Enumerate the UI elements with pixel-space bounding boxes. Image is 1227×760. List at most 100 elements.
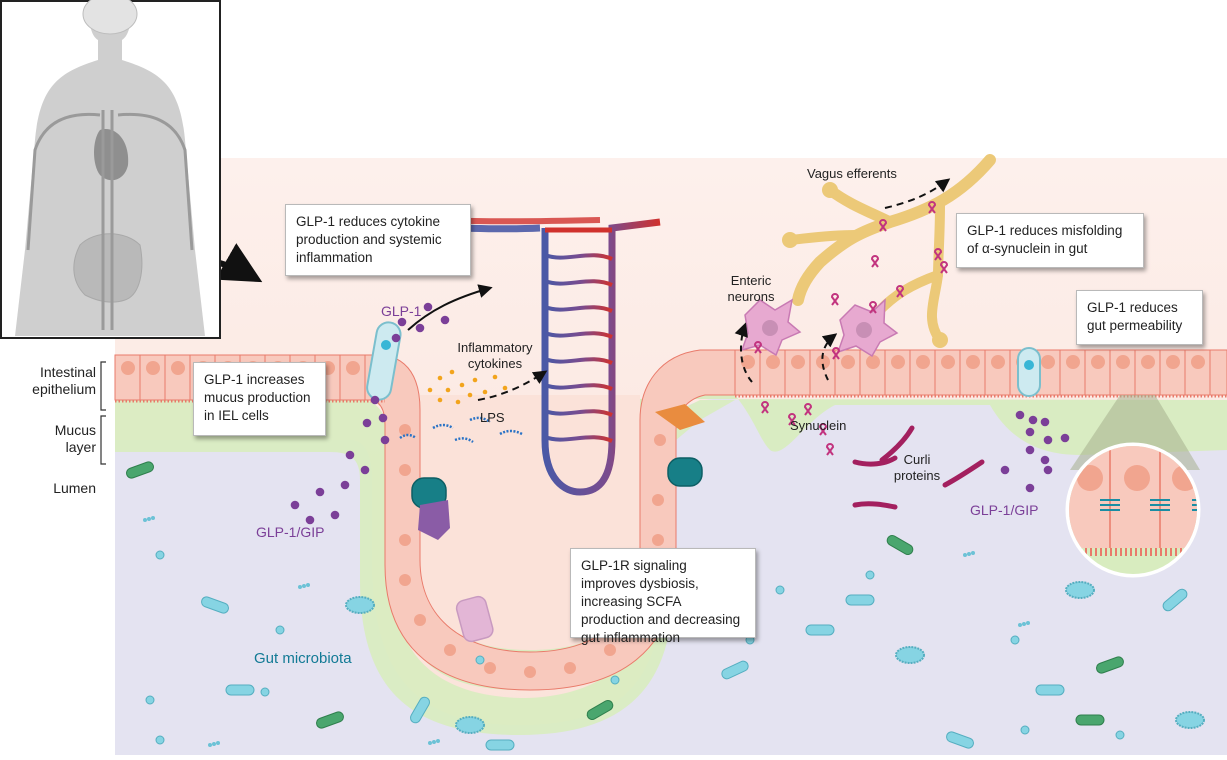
bacterium xyxy=(316,711,344,729)
label-glp1-gip-right: GLP-1/GIP xyxy=(970,502,1039,518)
callout-dysbiosis: GLP-1R signaling improves dysbiosis, inc… xyxy=(570,548,756,645)
nucleus xyxy=(171,361,185,375)
synuclein-molecule xyxy=(830,293,840,306)
synuclein-molecule xyxy=(818,423,828,436)
goblet-cell xyxy=(1017,347,1041,397)
paneth-cell xyxy=(455,595,494,643)
glp1-dot xyxy=(1028,415,1038,425)
streptococcus xyxy=(306,583,310,587)
synuclein-molecule xyxy=(831,347,841,360)
streptococcus xyxy=(432,740,436,744)
nucleus xyxy=(564,662,576,674)
label-mucus-layer: Mucus layer xyxy=(54,422,96,455)
neuron-arrow-2 xyxy=(821,333,838,381)
cytokine xyxy=(482,389,488,395)
bacterium xyxy=(225,684,255,696)
glp1-dot xyxy=(1060,433,1070,443)
synuclein-molecule xyxy=(753,341,763,354)
nucleus xyxy=(604,644,616,656)
synuclein-molecule xyxy=(927,201,937,214)
streptococcus xyxy=(1026,621,1030,625)
flagellated-bacterium xyxy=(1065,581,1095,599)
label-glp1: GLP-1 xyxy=(381,303,422,319)
nucleus xyxy=(816,355,830,369)
alpha-synuclein-molecules xyxy=(753,201,949,456)
glp1-dot xyxy=(1025,445,1035,455)
bacterium xyxy=(1162,588,1188,612)
synuclein-molecule xyxy=(939,261,949,274)
nucleus xyxy=(399,424,411,436)
nucleus xyxy=(1116,355,1130,369)
cytokine xyxy=(502,385,508,391)
streptococcus xyxy=(436,739,440,743)
coccus xyxy=(155,735,165,745)
enteric-neuron xyxy=(836,298,899,358)
capillary xyxy=(544,279,613,287)
coccus xyxy=(1020,725,1030,735)
callout-cytokine-reduction: GLP-1 reduces cytokine production and sy… xyxy=(285,204,471,276)
tuft-cell xyxy=(655,404,705,430)
label-curli-proteins: Curli proteins xyxy=(893,452,941,483)
cytokine xyxy=(472,377,478,383)
capillary xyxy=(544,435,613,443)
label-glp1-gip-left: GLP-1/GIP xyxy=(256,524,325,540)
coccus xyxy=(475,655,485,665)
nucleus xyxy=(916,355,930,369)
nucleus xyxy=(652,494,664,506)
nucleus xyxy=(399,574,411,586)
bacterium xyxy=(126,461,154,479)
nucleus xyxy=(1191,355,1205,369)
glp1-dot xyxy=(440,315,450,325)
nucleus xyxy=(741,355,755,369)
bacterium xyxy=(1075,714,1105,726)
streptococcus xyxy=(147,517,151,521)
nucleus xyxy=(791,355,805,369)
glp1-systemic-arrow xyxy=(407,284,493,331)
synuclein-molecule xyxy=(933,248,943,261)
glp1-dot xyxy=(397,317,407,327)
coccus xyxy=(275,625,285,635)
nucleus xyxy=(1091,355,1105,369)
glp1-dot xyxy=(290,500,300,510)
streptococcus xyxy=(216,741,220,745)
glp1-molecules xyxy=(290,302,1070,525)
cytokine xyxy=(427,387,433,393)
label-enteric-neurons: Enteric neurons xyxy=(727,273,775,304)
coccus xyxy=(1115,730,1125,740)
glp1-dot xyxy=(370,395,380,405)
glp1-dot xyxy=(305,515,315,525)
capillary xyxy=(544,305,613,313)
bacterium xyxy=(721,660,749,680)
synuclein-molecule xyxy=(803,403,813,416)
glp1-dot xyxy=(345,450,355,460)
nucleus xyxy=(841,355,855,369)
streptococcus xyxy=(428,741,432,745)
coccus xyxy=(155,550,165,560)
nucleus xyxy=(1166,355,1180,369)
callout-synuclein-misfolding: GLP-1 reduces misfolding of α-synuclein … xyxy=(956,213,1144,268)
coccus xyxy=(610,675,620,685)
bacterium xyxy=(1035,684,1065,696)
flagellated-bacterium xyxy=(1175,711,1205,729)
bacterium xyxy=(586,700,614,720)
synuclein-molecule xyxy=(825,443,835,456)
glp1-dot xyxy=(1040,417,1050,427)
label-intestinal-epithelium: Intestinal epithelium xyxy=(32,364,96,397)
bacterium xyxy=(485,739,515,751)
synuclein-molecule xyxy=(895,285,905,298)
glp1-dot xyxy=(380,435,390,445)
bacterium xyxy=(1096,656,1124,674)
cytokine xyxy=(467,392,473,398)
flagellated-bacterium xyxy=(455,716,485,734)
bacterium xyxy=(201,596,229,614)
nucleus xyxy=(654,434,666,446)
streptococcus xyxy=(1022,622,1026,626)
streptococcus xyxy=(1018,623,1022,627)
curli-proteins xyxy=(852,425,985,510)
nucleus xyxy=(414,614,426,626)
coccus xyxy=(260,687,270,697)
cytokine xyxy=(449,369,455,375)
glp1-dot xyxy=(1000,465,1010,475)
gut-microbiota xyxy=(126,461,1205,751)
